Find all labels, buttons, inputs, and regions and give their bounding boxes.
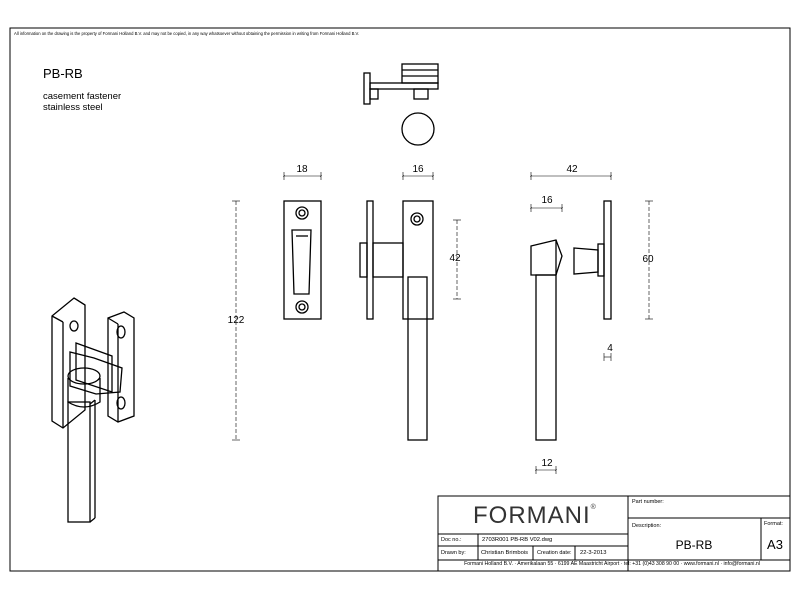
dimension-plate-thickness: 4: [607, 343, 613, 354]
drawn-by-value: Christian Brimbois: [481, 550, 529, 556]
creation-date-value: 22-3-2013: [580, 550, 607, 556]
company-address-footer: Formani Holland B.V. · Amerikalaan 55 · …: [464, 561, 760, 567]
handle-side-view: [359, 200, 434, 441]
product-description-material: stainless steel: [43, 102, 103, 113]
dimension-lines: [232, 172, 653, 474]
format-value: A3: [767, 537, 783, 552]
dimension-side-width: 16: [412, 164, 424, 175]
product-description-type: casement fastener: [43, 91, 122, 102]
description-label: Description:: [632, 523, 662, 529]
dimension-plate-height-profile: 60: [642, 254, 654, 265]
dimension-strike-width: 18: [296, 164, 308, 175]
copyright-notice: All information on the drawing is the pr…: [14, 31, 360, 36]
dimension-handle-width: 12: [541, 458, 553, 469]
product-code: PB-RB: [43, 66, 83, 81]
top-view: [363, 63, 439, 146]
dimension-plate-height-side: 42: [449, 253, 461, 264]
format-label: Format:: [764, 521, 783, 527]
dimension-total-depth: 42: [566, 164, 578, 175]
description-value: PB-RB: [675, 538, 713, 552]
doc-number-value: 2703R001 PB-RB V02.dwg: [482, 537, 553, 543]
handle-isometric-view: [51, 297, 135, 523]
sheet-frame: [9, 27, 791, 572]
dimension-spindle-width: 16: [541, 195, 553, 206]
part-number-label: Part number:: [632, 499, 664, 505]
doc-number-label: Doc no.:: [441, 537, 462, 543]
drawn-by-label: Drawn by:: [441, 550, 466, 556]
strike-plate-front-view: [283, 200, 322, 320]
formani-logo: FORMANI®: [473, 502, 597, 529]
title-block: [437, 495, 791, 572]
handle-profile-view: [530, 200, 612, 441]
dimension-total-height: 122: [227, 315, 245, 326]
creation-date-label: Creation date:: [537, 550, 572, 556]
